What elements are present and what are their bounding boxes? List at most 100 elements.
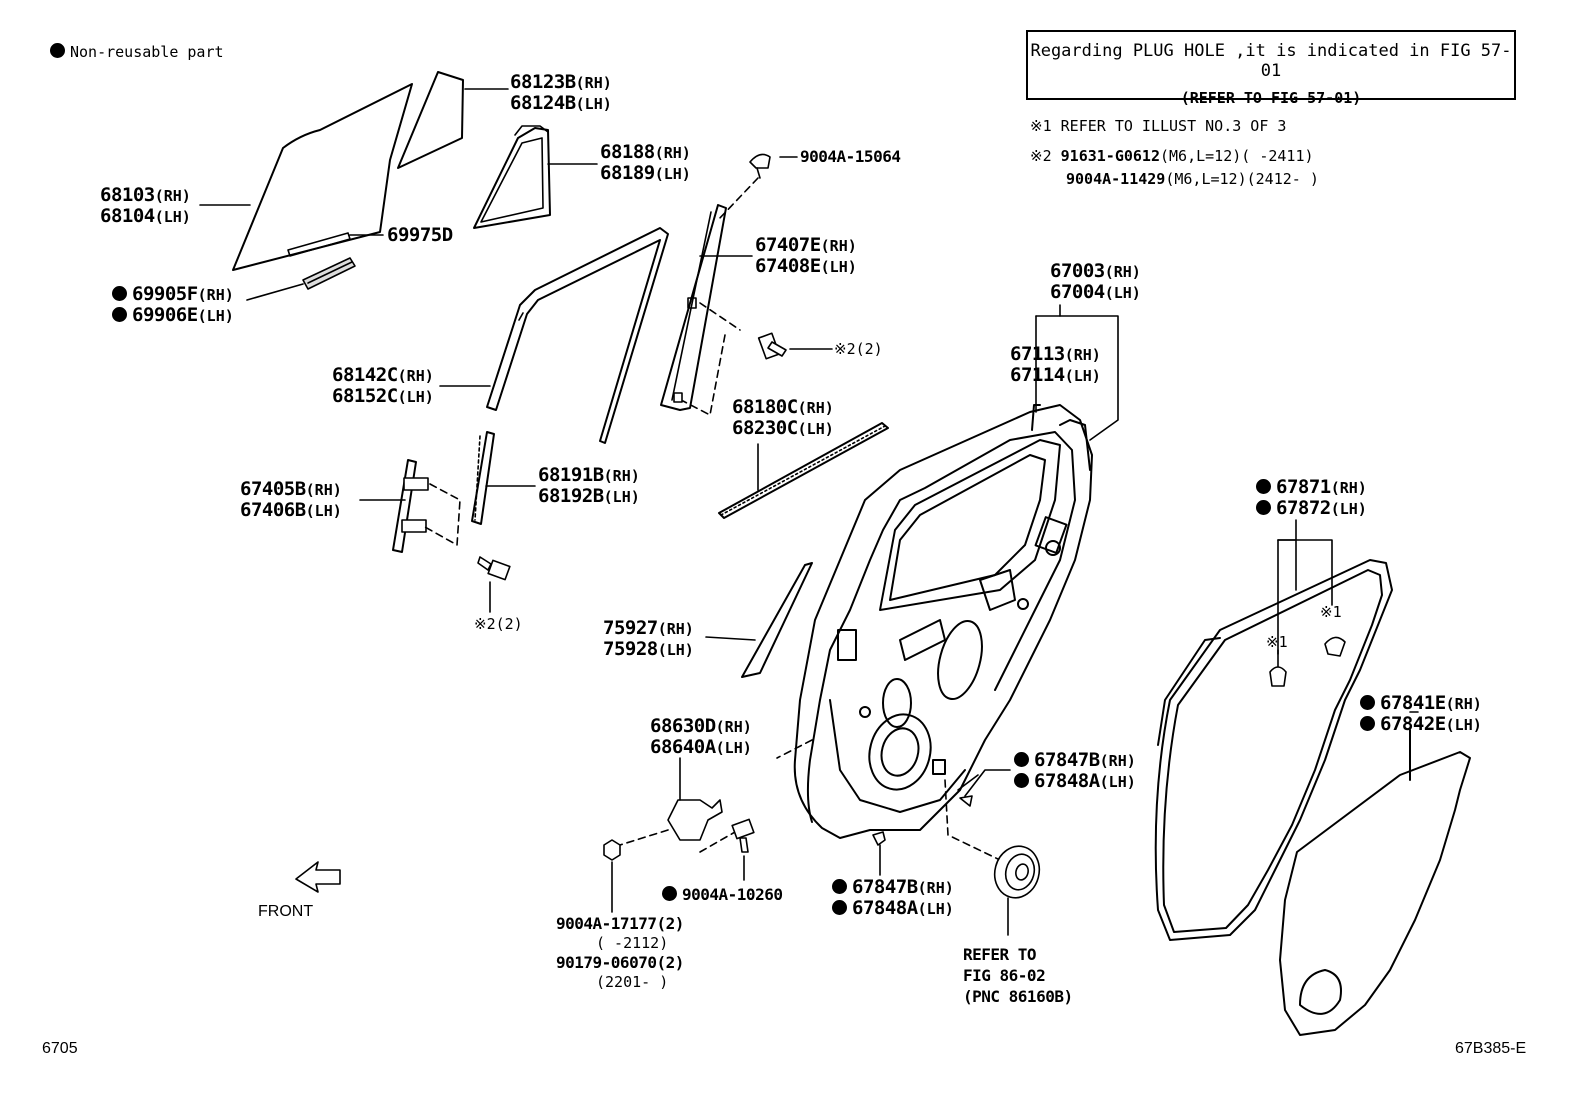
label-67871: 67871(RH) [1256, 477, 1367, 499]
door-hinge [619, 757, 736, 853]
division-bar [660, 204, 741, 416]
label-68180C: 68180C(RH) [732, 396, 834, 418]
trim-clip-lower [872, 831, 886, 876]
note-2-mark: ※2 [1030, 147, 1052, 165]
label-67842E: 67842E(LH) [1360, 714, 1482, 736]
front-arrow-icon [295, 861, 341, 893]
label-69975D: 69975D [387, 224, 453, 246]
label-67406B: 67406B(LH) [240, 499, 342, 521]
service-hole-cover [1279, 729, 1471, 1036]
belt-weatherstrip [718, 422, 889, 519]
label-68188: 68188(RH) [600, 141, 691, 163]
speaker [993, 845, 1041, 936]
label-68103: 68103(RH) [100, 184, 191, 206]
non-reusable-dot-icon [1360, 716, 1375, 731]
note-2b-spec: (M6,L=12)(2412- ) [1165, 170, 1319, 188]
non-reusable-dot-icon [1360, 695, 1375, 710]
speaker-dashed-leader [944, 779, 1001, 861]
label-67113: 67113(RH) [1010, 343, 1101, 365]
label-68230C: 68230C(LH) [732, 417, 834, 439]
hinge-nut [603, 839, 621, 913]
panel-leaders [776, 304, 1119, 791]
note-2a-part: 91631-G0612 [1060, 147, 1160, 165]
label-68152C: 68152C(LH) [332, 385, 434, 407]
quarter-glass [397, 71, 464, 169]
label-68189: 68189(LH) [600, 162, 691, 184]
label-67847B-top: 67847B(RH) [1014, 750, 1136, 772]
legend: Non-reusable part [50, 42, 224, 63]
label-ref2-upper: ※2(2) [834, 340, 883, 358]
label-refer-to: REFER TO [963, 945, 1037, 964]
label-68124B: 68124B(LH) [510, 92, 612, 114]
label-75927: 75927(RH) [603, 617, 694, 639]
door-garnish [705, 562, 813, 678]
label-9004A-15064: 9004A-15064 [800, 147, 901, 166]
hinge-bolt [731, 818, 755, 881]
label-range-2: (2201- ) [596, 973, 669, 991]
channel-assembly [392, 459, 461, 553]
label-range-1: ( -2112) [596, 934, 669, 952]
weatherstrip-clip-1 [1269, 666, 1287, 687]
label-68630D: 68630D(RH) [650, 715, 752, 737]
label-68104: 68104(LH) [100, 205, 191, 227]
label-75928: 75928(LH) [603, 638, 694, 660]
label-68192B: 68192B(LH) [538, 485, 640, 507]
label-fig-ref: FIG 86-02 [963, 966, 1046, 985]
label-67848A-bottom: 67848A(LH) [832, 898, 954, 920]
label-68142C: 68142C(RH) [332, 364, 434, 386]
non-reusable-dot-icon [112, 307, 127, 322]
drawing-id: 67B385-E [1455, 1040, 1527, 1057]
label-67004: 67004(LH) [1050, 281, 1141, 303]
label-67848A-top: 67848A(LH) [1014, 771, 1136, 793]
label-67408E: 67408E(LH) [755, 255, 857, 277]
bolt-2 [477, 556, 511, 613]
door-panel [793, 404, 1093, 839]
notice-line-1: Regarding PLUG HOLE ,it is indicated in … [1030, 41, 1512, 81]
note-2a: ※2 91631-G0612(M6,L=12)( -2411) [1030, 146, 1314, 167]
clip-part [717, 153, 798, 221]
non-reusable-dot-icon [1014, 773, 1029, 788]
note-1-text: REFER TO ILLUST NO.3 OF 3 [1060, 117, 1287, 135]
note-2b: 9004A-11429(M6,L=12)(2412- ) [1066, 169, 1319, 190]
door-glass [232, 83, 413, 271]
label-ref2-lower: ※2(2) [474, 615, 523, 633]
label-67407E: 67407E(RH) [755, 234, 857, 256]
quarter-weatherstrip [473, 125, 551, 229]
label-68191B: 68191B(RH) [538, 464, 640, 486]
plug-hole-notice: Regarding PLUG HOLE ,it is indicated in … [1026, 30, 1516, 107]
label-67003: 67003(RH) [1050, 260, 1141, 282]
non-reusable-dot-icon [50, 43, 65, 58]
label-ref1-right: ※1 [1320, 603, 1342, 621]
label-9004A-17177: 9004A-17177(2) [556, 914, 684, 933]
label-ref1-left: ※1 [1266, 633, 1288, 651]
non-reusable-dot-icon [1256, 479, 1271, 494]
label-69906E: 69906E(LH) [112, 305, 234, 327]
non-reusable-dot-icon [112, 286, 127, 301]
weatherstrip-clip-2 [1324, 636, 1346, 657]
note-2b-part: 9004A-11429 [1066, 170, 1166, 188]
label-67841E: 67841E(RH) [1360, 693, 1482, 715]
glass-channel-strip [287, 232, 351, 257]
label-69905F: 69905F(RH) [112, 284, 234, 306]
label-67114: 67114(LH) [1010, 364, 1101, 386]
note-1-mark: ※1 [1030, 117, 1052, 135]
label-pnc-ref: (PNC 86160B) [963, 987, 1073, 1006]
note-1: ※1 REFER TO ILLUST NO.3 OF 3 [1030, 116, 1286, 137]
notice-line-2: (REFER TO FIG 57-01) [1180, 89, 1362, 107]
glass-run-strip [302, 257, 356, 290]
run-channel-lower [471, 431, 495, 525]
label-67872: 67872(LH) [1256, 498, 1367, 520]
label-9004A-10260: 9004A-10260 [662, 884, 783, 905]
label-68640A: 68640A(LH) [650, 736, 752, 758]
non-reusable-dot-icon [1256, 500, 1271, 515]
front-label: FRONT [258, 903, 314, 920]
door-weatherstrip [1154, 559, 1393, 941]
weatherstrip-leaders [1277, 519, 1333, 669]
non-reusable-dot-icon [662, 886, 677, 901]
legend-text: Non-reusable part [70, 43, 224, 61]
note-2a-spec: (M6,L=12)( -2411) [1159, 147, 1314, 165]
label-90179-06070: 90179-06070(2) [556, 953, 684, 972]
non-reusable-dot-icon [832, 900, 847, 915]
leader-lines [199, 88, 1419, 713]
